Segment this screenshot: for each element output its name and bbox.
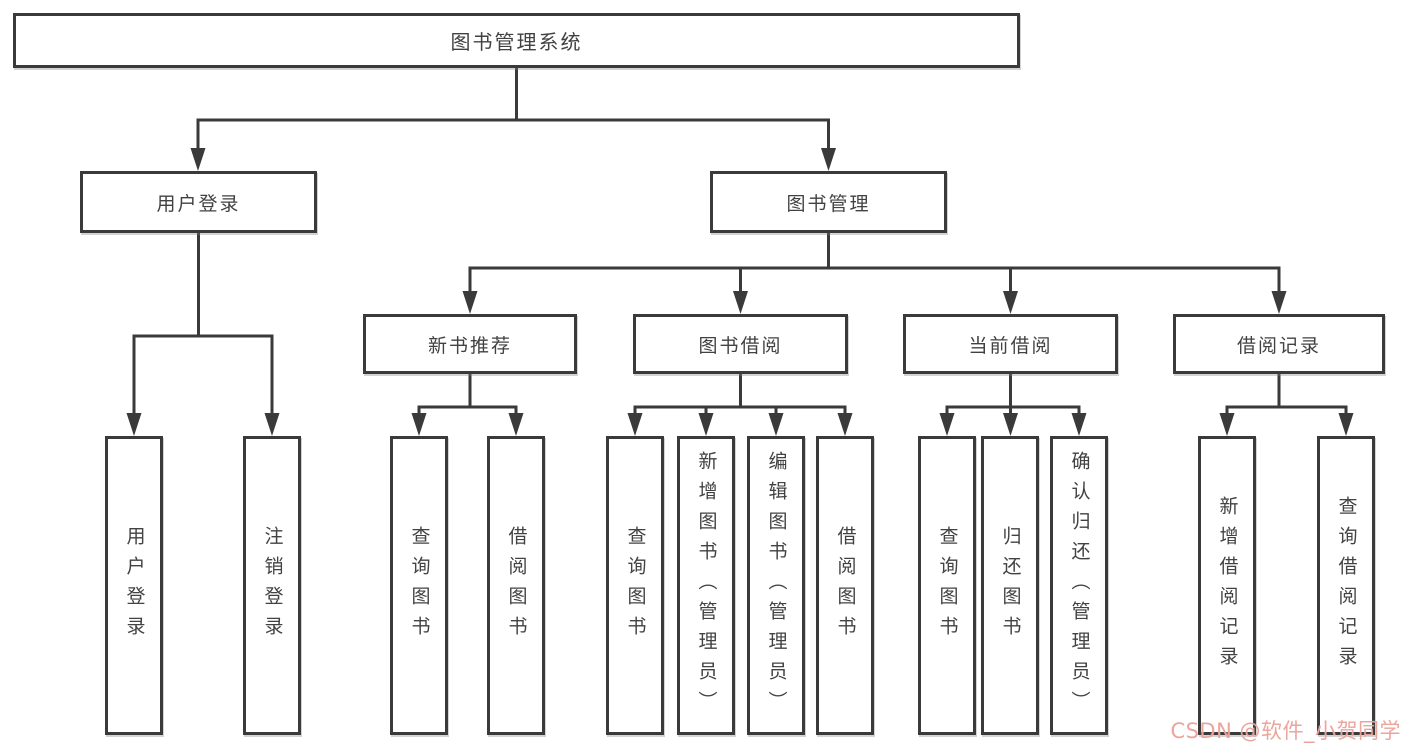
leaf-add-book-admin: 新增图书（管理员） [677, 436, 735, 735]
leaf-query-borrow-record: 查询借阅记录 [1317, 436, 1375, 735]
node-borrowing-records: 借阅记录 [1173, 314, 1385, 374]
node-root: 图书管理系统 [13, 13, 1020, 68]
node-label: 图书管理 [786, 192, 871, 215]
arrow-down-icon [1003, 413, 1018, 436]
arrow-down-icon [939, 413, 955, 436]
arrow-down-icon [190, 148, 206, 171]
leaf-query-books-recommend: 查询图书 [390, 436, 448, 735]
arrow-down-icon [462, 291, 478, 314]
arrow-down-icon [698, 413, 714, 436]
arrow-down-icon [627, 413, 643, 436]
node-user-login: 用户登录 [80, 171, 317, 233]
arrow-down-icon [411, 413, 427, 436]
node-label: 归还图书 [999, 525, 1022, 646]
arrow-down-icon [126, 413, 142, 436]
leaf-return-books: 归还图书 [981, 436, 1039, 735]
arrow-down-icon [1003, 291, 1018, 314]
arrow-down-icon [1219, 413, 1235, 436]
leaf-borrow-books-borrowing: 借阅图书 [816, 436, 874, 735]
node-label: 图书借阅 [698, 334, 783, 357]
node-label: 查询图书 [408, 525, 431, 646]
node-label: 用户登录 [156, 192, 241, 215]
node-label: 注销登录 [261, 525, 284, 646]
node-label: 查询图书 [624, 525, 647, 646]
node-label: 借阅记录 [1236, 334, 1321, 357]
arrow-down-icon [264, 413, 280, 436]
connector-arrow-group [126, 148, 1354, 436]
arrow-down-icon [1338, 413, 1354, 436]
node-label: 当前借阅 [968, 334, 1053, 357]
csdn-watermark: CSDN @软件_小贺同学 [1170, 719, 1401, 743]
node-label: 新书推荐 [427, 334, 512, 357]
node-current-borrowing: 当前借阅 [903, 314, 1118, 374]
node-label: 编辑图书（管理员） [765, 450, 788, 721]
node-label: 用户登录 [123, 525, 146, 646]
arrow-down-icon [1271, 291, 1287, 314]
leaf-borrow-books-recommend: 借阅图书 [487, 436, 545, 735]
leaf-add-borrow-record: 新增借阅记录 [1198, 436, 1256, 735]
arrow-down-icon [821, 148, 836, 171]
leaf-logout: 注销登录 [243, 436, 301, 735]
node-label: 查询图书 [936, 525, 959, 646]
arrow-down-icon [733, 291, 748, 314]
leaf-edit-book-admin: 编辑图书（管理员） [747, 436, 805, 735]
node-label: 确认归还（管理员） [1068, 450, 1091, 721]
arrow-down-icon [1071, 413, 1087, 436]
arrow-down-icon [837, 413, 853, 436]
node-label: 新增借阅记录 [1216, 495, 1239, 676]
node-label: 图书管理系统 [450, 30, 583, 54]
node-book-management: 图书管理 [710, 171, 947, 233]
node-label: 借阅图书 [505, 525, 528, 646]
arrow-down-icon [508, 413, 524, 436]
node-label: 借阅图书 [834, 525, 857, 646]
arrow-down-icon [768, 413, 784, 436]
node-book-borrowing: 图书借阅 [633, 314, 848, 374]
leaf-query-books-current: 查询图书 [918, 436, 976, 735]
node-new-book-recommend: 新书推荐 [363, 314, 577, 374]
leaf-confirm-return-admin: 确认归还（管理员） [1050, 436, 1108, 735]
node-label: 新增图书（管理员） [695, 450, 718, 721]
leaf-user-login: 用户登录 [105, 436, 163, 735]
leaf-query-books-borrowing: 查询图书 [606, 436, 664, 735]
node-label: 查询借阅记录 [1335, 495, 1358, 676]
